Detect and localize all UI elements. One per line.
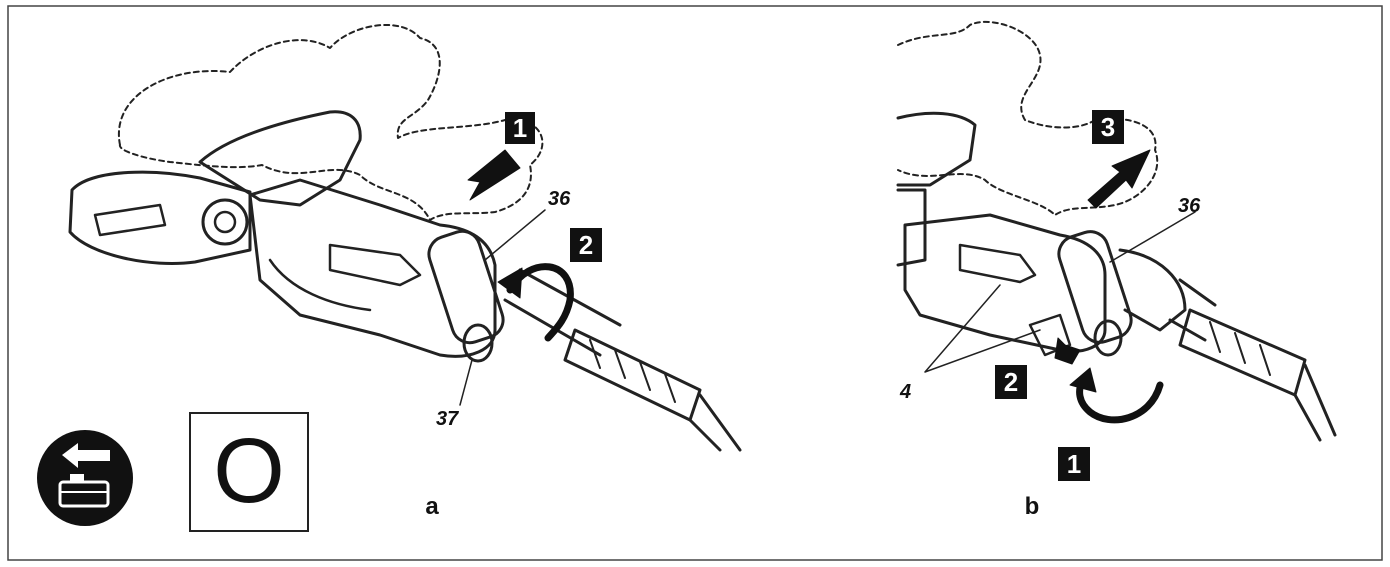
rotate-arrowhead-step-2 — [497, 267, 523, 299]
hand-outline-dashed — [117, 24, 544, 221]
upper-housing-b — [896, 111, 977, 187]
mode-symbol-text: O — [213, 420, 285, 522]
sprocket-center — [213, 210, 237, 234]
callout-36-a: 36 — [548, 188, 571, 210]
rotate-arrow-step-1-b — [1076, 378, 1164, 424]
mode-symbol-box — [189, 412, 309, 532]
coupling-sleeve-b — [1118, 248, 1187, 332]
figure-border — [7, 5, 1383, 561]
rotate-arrowhead-step-1-b — [1069, 367, 1097, 393]
upper-housing — [198, 110, 362, 207]
step-badge-3-b — [1092, 110, 1124, 144]
callout-36-b: 36 — [1178, 195, 1201, 217]
locking-knob — [462, 323, 494, 363]
step-badge-1-b-text: 1 — [1067, 449, 1081, 479]
step-badge-2-b — [995, 365, 1027, 399]
step-badge-1-b — [1058, 447, 1090, 481]
grip-ridges-b — [1209, 321, 1271, 376]
step-badge-2-text: 2 — [579, 230, 593, 260]
motor-head-body — [248, 178, 497, 358]
vent-slot-b — [958, 243, 1037, 284]
grip-ridges — [589, 339, 676, 403]
pole-tube-end — [688, 393, 742, 452]
arrow-step-2-b — [1054, 337, 1081, 365]
vent-slot — [328, 243, 422, 287]
callout-37: 37 — [436, 408, 459, 430]
leader-36-b — [1109, 211, 1196, 263]
hand-outline-dashed-b — [897, 20, 1159, 216]
panel-a-caption: a — [425, 493, 439, 520]
rotate-arrow-step-2 — [506, 263, 574, 342]
sprocket-cover — [201, 198, 249, 246]
leader-36 — [484, 209, 546, 261]
panel-a — [68, 24, 742, 452]
release-button — [1028, 313, 1072, 357]
leader-37 — [459, 359, 473, 406]
leader-4 — [924, 284, 1041, 373]
panel-b-caption: b — [1025, 493, 1040, 520]
saw-guide-bar — [68, 170, 252, 265]
step-badge-1 — [505, 112, 535, 144]
callout-4: 4 — [899, 381, 911, 403]
housing-contour — [268, 258, 372, 312]
step-badge-2 — [570, 228, 602, 262]
panel-b — [896, 20, 1337, 442]
locking-knob-b — [1093, 319, 1123, 357]
coupling-ring-b — [1057, 230, 1133, 344]
arrow-step-1 — [467, 149, 521, 201]
arrow-step-3 — [1087, 149, 1151, 209]
coupling-ring — [427, 229, 505, 345]
battery-remove-icon — [37, 430, 133, 526]
pole-grip — [563, 328, 702, 422]
pole-tube-b — [1168, 278, 1217, 342]
guide-bar-edge-b — [896, 188, 927, 267]
guide-bar-slot — [93, 203, 167, 237]
step-badge-2-b-text: 2 — [1004, 367, 1018, 397]
step-badge-1-text: 1 — [513, 113, 527, 143]
step-badge-3-b-text: 3 — [1101, 112, 1115, 142]
pole-tube-end-b — [1293, 363, 1337, 442]
